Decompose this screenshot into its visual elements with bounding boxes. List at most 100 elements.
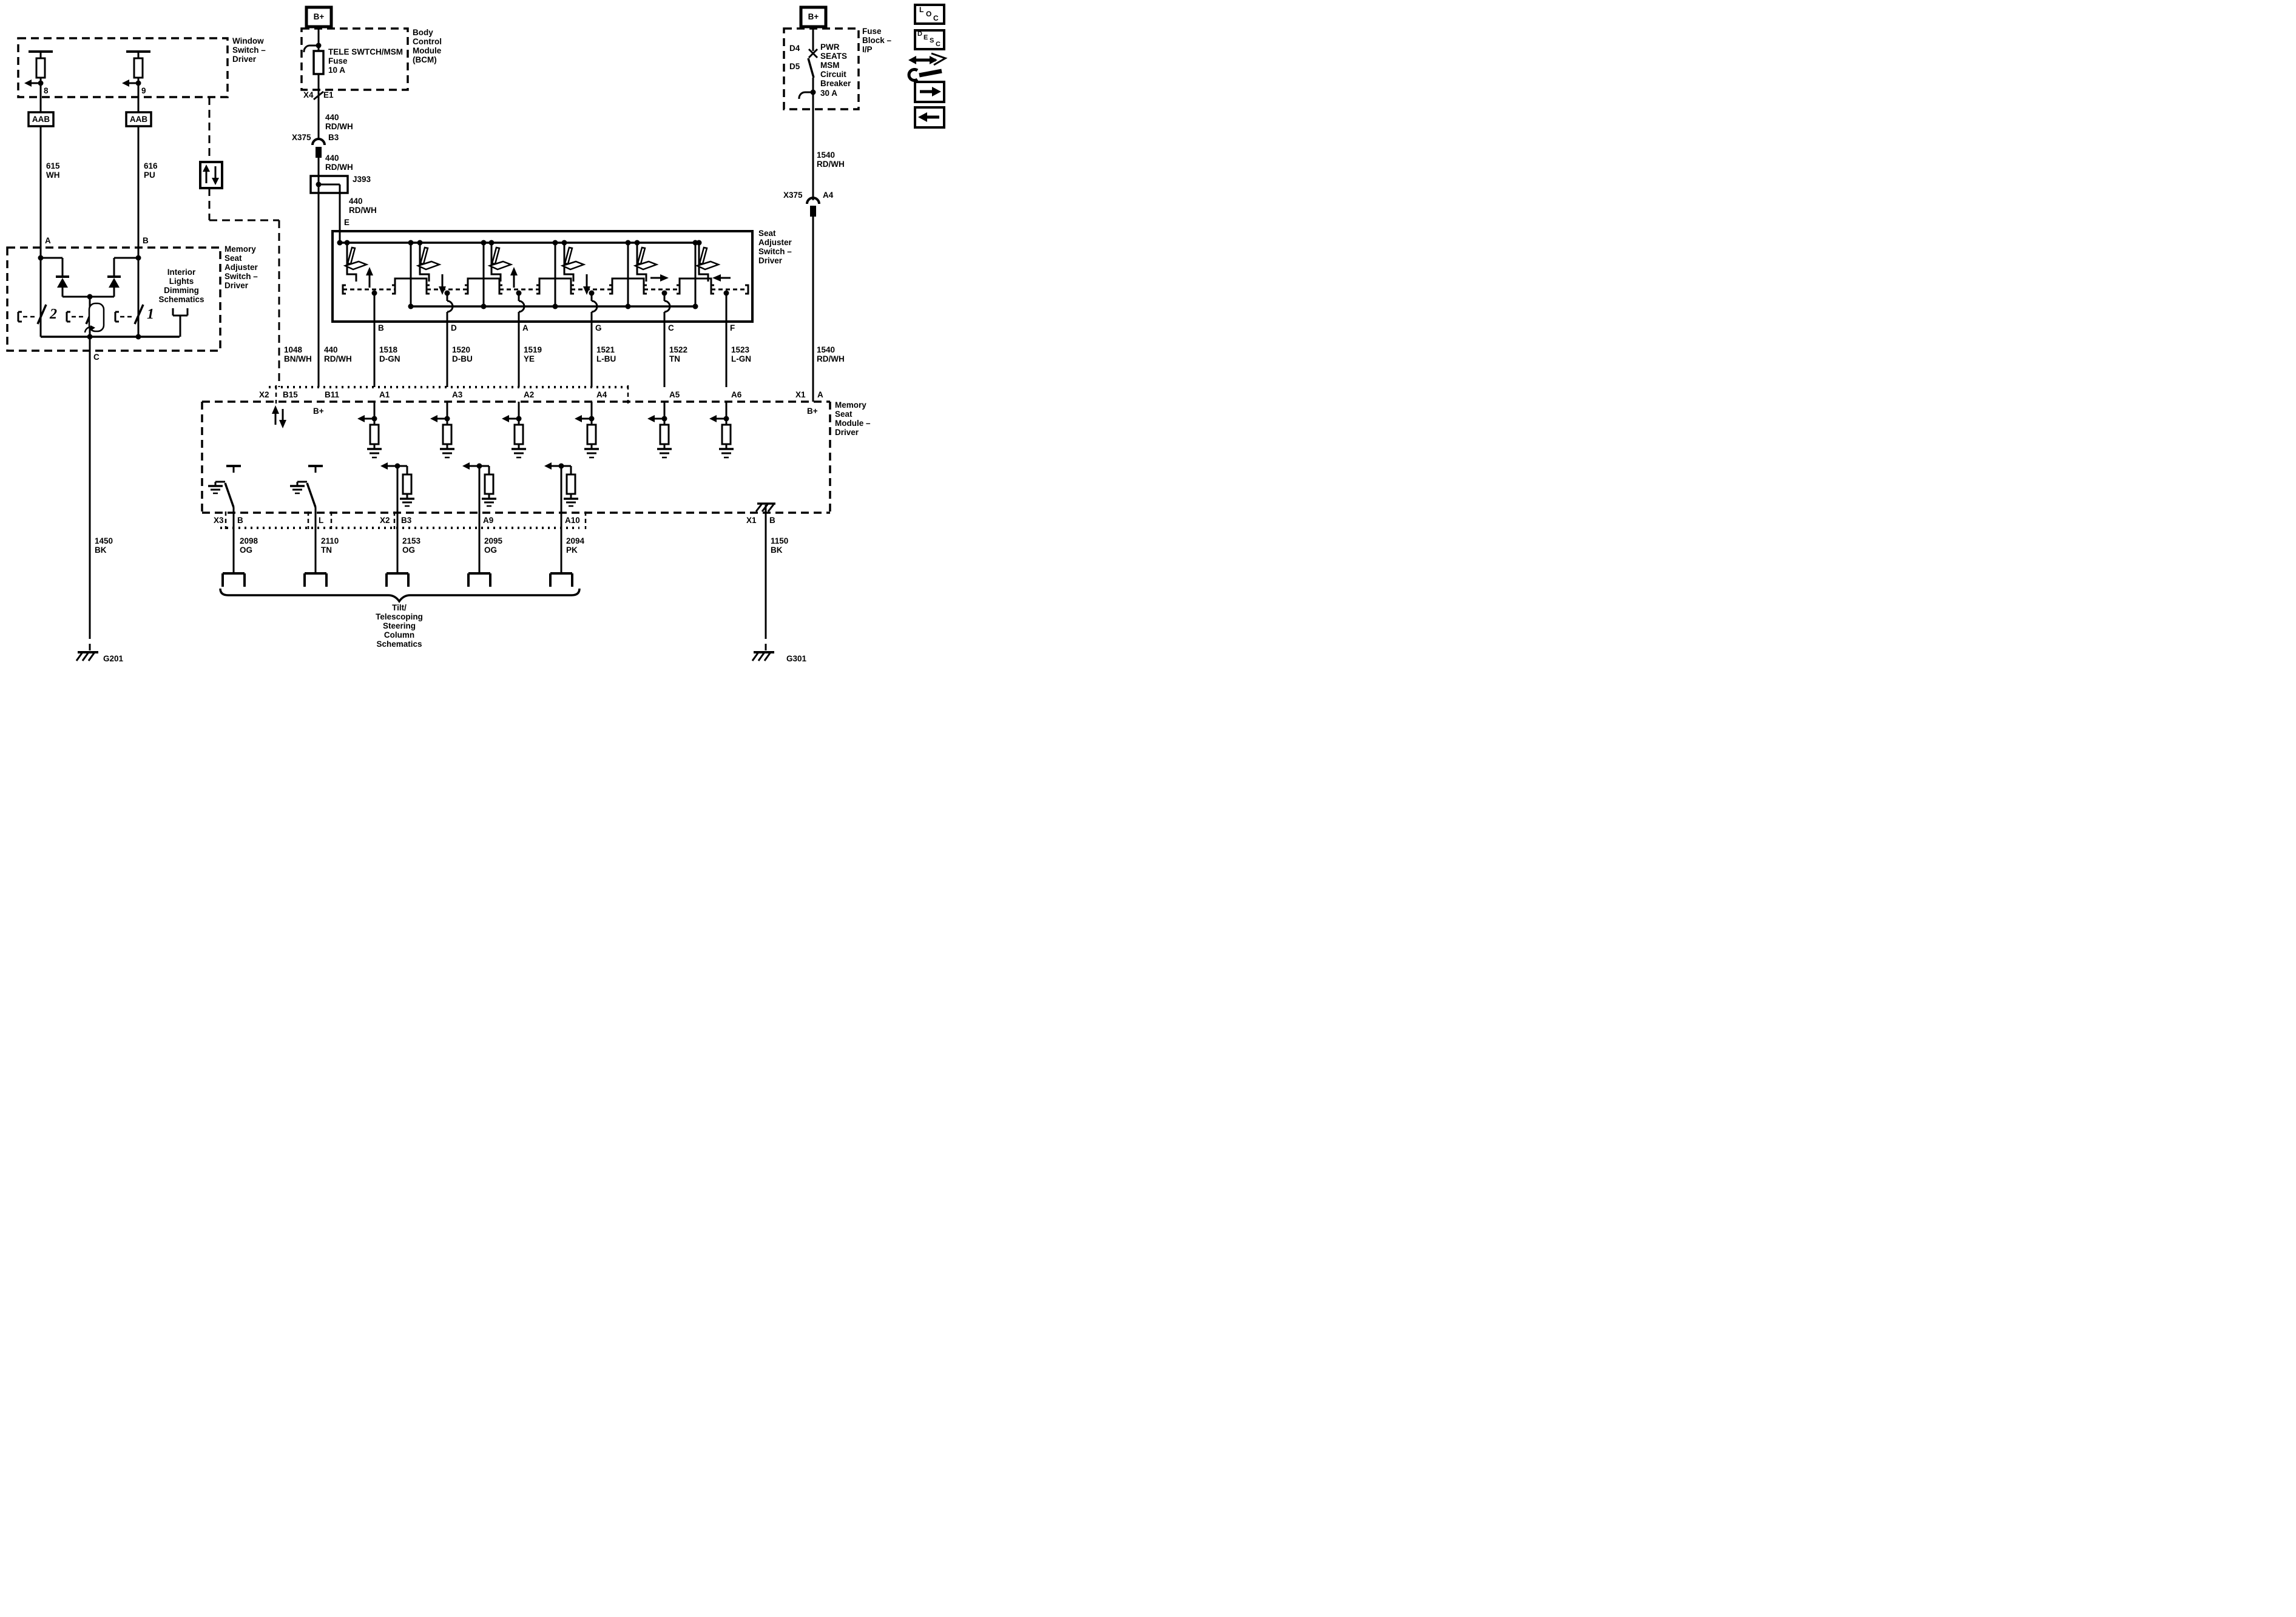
pin-a10: A10	[565, 516, 580, 525]
contact-rail	[342, 284, 749, 295]
inline-connector-icon	[806, 197, 820, 204]
pin-a4: A4	[823, 191, 834, 200]
bplus-b11-label: B+	[313, 407, 324, 416]
seat-pin-a: A	[522, 323, 528, 333]
connector-x1-top: X1	[795, 390, 806, 399]
seat-pin-c: C	[668, 323, 674, 333]
ground-g301-label: G301	[786, 654, 807, 663]
bplus-left-label: B+	[313, 12, 325, 21]
switch-position-2: 2	[50, 306, 57, 322]
seat-back-arrow-icon	[712, 274, 721, 282]
window-switch-label: Window Switch – Driver	[232, 36, 266, 64]
pin-a1: A1	[379, 390, 390, 399]
wire-1521-label: 1521 L-BU	[596, 345, 616, 364]
pin-e: E	[344, 218, 350, 227]
unit-feeds	[344, 240, 709, 282]
desc-letter-c: C	[936, 41, 940, 48]
seat-pin-g: G	[595, 323, 602, 333]
wire-1519-label: 1519 YE	[524, 345, 542, 364]
pin-b3-bottom: B3	[401, 516, 412, 525]
bcm-box	[300, 27, 409, 91]
pin-c: C	[93, 353, 100, 362]
connector-x375-right: X375	[783, 191, 803, 200]
plug-connector-icon	[303, 572, 328, 587]
bottom-section-symbols	[219, 572, 581, 604]
pin-a4-msm: A4	[596, 390, 607, 399]
seat-down-arrow-icon	[439, 286, 446, 295]
bcm-symbols	[300, 5, 409, 387]
hook-icon	[303, 44, 310, 53]
pin-e1: E1	[323, 90, 334, 100]
splice-j393	[309, 175, 349, 194]
connector-aab-left-label: AAB	[32, 115, 50, 124]
wire-1150-label: 1150 BK	[771, 536, 789, 555]
memory-seat-module-label: Memory Seat Module – Driver	[835, 400, 871, 437]
fuse-block-label: Fuse Block – I/P	[862, 27, 892, 55]
pin-9: 9	[141, 86, 146, 95]
ground-g201-icon	[75, 651, 98, 661]
internal-bus	[394, 240, 712, 309]
pin-d4: D4	[789, 44, 800, 53]
pin-l: L	[319, 516, 324, 525]
seat-direction-icons	[343, 246, 731, 295]
wire-1522-label: 1522 TN	[669, 345, 688, 364]
schematic-graphics	[6, 4, 948, 661]
wire-616-label: 616 PU	[144, 161, 158, 180]
tele-fuse-label: TELE SWTCH/MSM Fuse 10 A	[328, 47, 403, 75]
pin-a6: A6	[731, 390, 742, 399]
connector-x2-top: X2	[259, 390, 269, 399]
pin-a: A	[45, 236, 51, 245]
memory-seat-adjuster-switch-symbols	[6, 246, 221, 661]
loc-button[interactable]	[914, 4, 945, 25]
pin-a-msm: A	[817, 390, 823, 399]
connector-x375: X375	[292, 133, 311, 142]
wire-1523-label: 1523 L-GN	[731, 345, 751, 364]
loc-letter-c: C	[933, 14, 939, 22]
seat-adjuster-switch-symbols	[331, 230, 754, 387]
switch-position-1: 1	[147, 306, 154, 322]
tilt-telescoping-note: Tilt/ Telescoping Steering Column Schema…	[376, 603, 423, 649]
bplus-right-label: B+	[808, 12, 819, 21]
plug-connector-icon	[385, 572, 410, 587]
wire-2095-label: 2095 OG	[484, 536, 503, 555]
loc-button-letters[interactable]: L O C	[915, 5, 944, 24]
fuse-block-box	[783, 27, 860, 110]
schematic-tools-icon[interactable]	[907, 52, 948, 82]
connector-x4: X4	[303, 90, 314, 100]
seat-down-arrow-icon	[583, 286, 590, 295]
seat-up-arrow-icon	[366, 267, 373, 275]
seat-pin-b: B	[378, 323, 384, 333]
desc-letter-e: E	[923, 34, 928, 41]
connector-aab-right-label: AAB	[129, 115, 148, 124]
wire-1520-label: 1520 D-BU	[452, 345, 473, 364]
pin-d5: D5	[789, 62, 800, 71]
desc-button[interactable]	[914, 29, 945, 50]
desc-button-letters[interactable]: D E S C	[915, 30, 944, 49]
wire-440-label-3: 440 RD/WH	[349, 197, 377, 215]
pin-a9: A9	[483, 516, 494, 525]
left-arrow-icon[interactable]	[918, 112, 927, 122]
bplus-terminal-right	[799, 5, 828, 29]
left-arrow-icon	[122, 79, 129, 87]
internal-switches	[208, 465, 323, 573]
memory-seat-adjuster-switch-box	[6, 246, 221, 352]
connector-x1-bottom: X1	[746, 516, 757, 525]
bplus-x1a-label: B+	[807, 407, 818, 416]
wire-440-label-1: 440 RD/WH	[325, 113, 353, 132]
pin-b11: B11	[325, 390, 340, 399]
toolbar-icons	[907, 4, 948, 129]
right-arrow-icon[interactable]	[932, 87, 941, 96]
hook-icon	[798, 91, 805, 100]
wire-440-label-2: 440 RD/WH	[325, 154, 353, 172]
wire-1540-bottom-label: 1540 RD/WH	[817, 345, 845, 364]
wiring-diagram: Window Switch – Driver 8 9 AAB AAB 615 W…	[0, 0, 951, 670]
plug-connector-icon	[221, 572, 246, 587]
up-down-arrow-icon	[199, 161, 223, 189]
plug-connector-icon	[467, 572, 491, 587]
pin-a2: A2	[524, 390, 535, 399]
seat-adjuster-switch-label: Seat Adjuster Switch – Driver	[758, 229, 792, 266]
interior-lights-note: Interior Lights Dimming Schematics	[158, 268, 204, 305]
memory-seat-adjuster-switch-label: Memory Seat Adjuster Switch – Driver	[225, 245, 258, 291]
wire-615-label: 615 WH	[46, 161, 60, 180]
window-switch-box	[17, 37, 229, 98]
